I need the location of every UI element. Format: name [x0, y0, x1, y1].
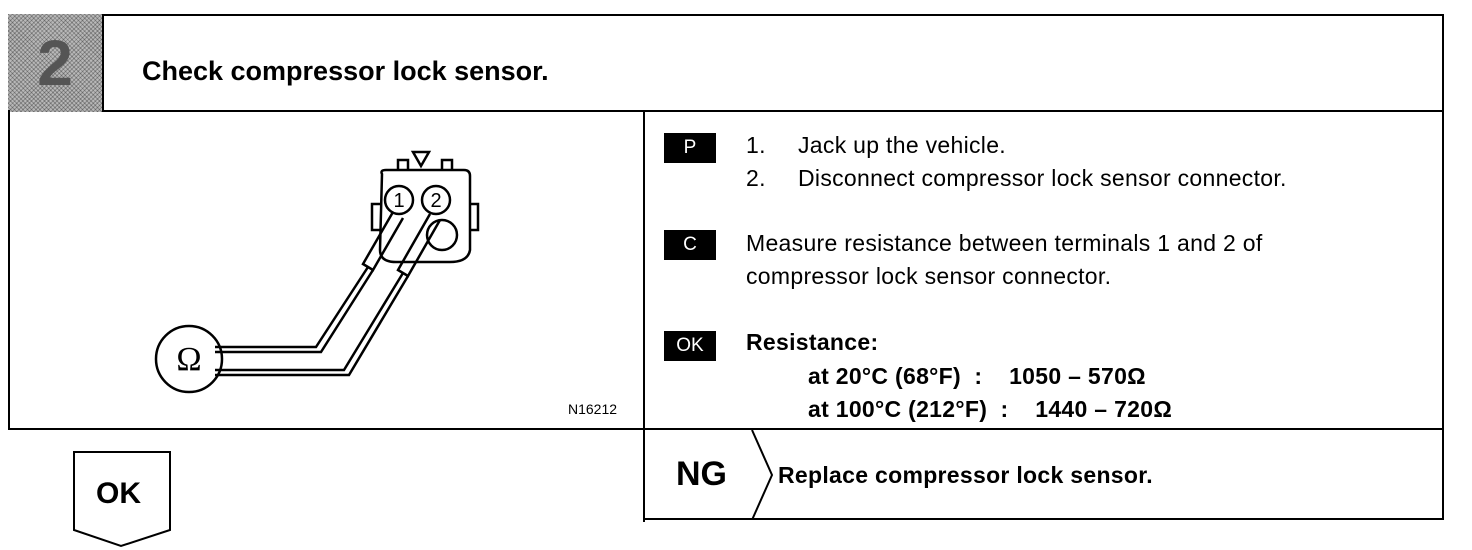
ng-action: Replace compressor lock sensor.: [778, 462, 1153, 488]
ohm-symbol: Ω: [176, 341, 201, 378]
terminal-1-label: 1: [393, 190, 404, 212]
c-text-line-2: compressor lock sensor connector.: [746, 263, 1112, 289]
connector-latch-right: [440, 158, 454, 170]
cavity-1: [383, 184, 415, 216]
figure-bottom-rule: [8, 428, 645, 430]
step-number-box: 2: [8, 14, 104, 112]
ok-tag: OK: [664, 331, 716, 361]
step-number: 2: [37, 27, 73, 99]
p-tag: P: [664, 133, 716, 163]
ok-result-arrow: [73, 451, 171, 548]
terminal-2-label: 2: [430, 190, 441, 212]
lead-1: [215, 266, 370, 349]
c-tag: C: [664, 230, 716, 260]
c-text-line-1: Measure resistance between terminals 1 a…: [746, 230, 1263, 256]
resistance-spec-100c: at 100°C (212°F) : 1440 – 720Ω: [808, 396, 1173, 422]
p-step-1-text: Jack up the vehicle.: [798, 132, 1007, 158]
resistance-heading: Resistance:: [746, 329, 879, 355]
connector-body: [378, 168, 472, 264]
pin-indicator: [410, 150, 432, 169]
ohmmeter: [154, 324, 224, 394]
resistance-spec-20c: at 20°C (68°F) : 1050 – 570Ω: [808, 363, 1146, 389]
p-step-1-number: 1.: [746, 132, 766, 158]
lead-2: [215, 272, 405, 372]
ok-result-label: OK: [96, 477, 141, 510]
step-title: Check compressor lock sensor.: [142, 56, 549, 86]
p-step-2-number: 2.: [746, 165, 766, 191]
column-divider: [643, 112, 645, 522]
cavity-3: [425, 218, 459, 252]
ng-frame: [645, 430, 1444, 520]
p-step-2-text: Disconnect compressor lock sensor connec…: [798, 165, 1287, 191]
connector-diagram: 1 2 Ω: [154, 150, 480, 394]
ng-arrow: [751, 430, 774, 520]
ng-divider: [645, 428, 1444, 430]
connector-latch-left: [396, 158, 410, 170]
ng-label: NG: [676, 455, 727, 493]
cavity-2: [420, 184, 452, 216]
figure-id: N16212: [568, 401, 618, 417]
